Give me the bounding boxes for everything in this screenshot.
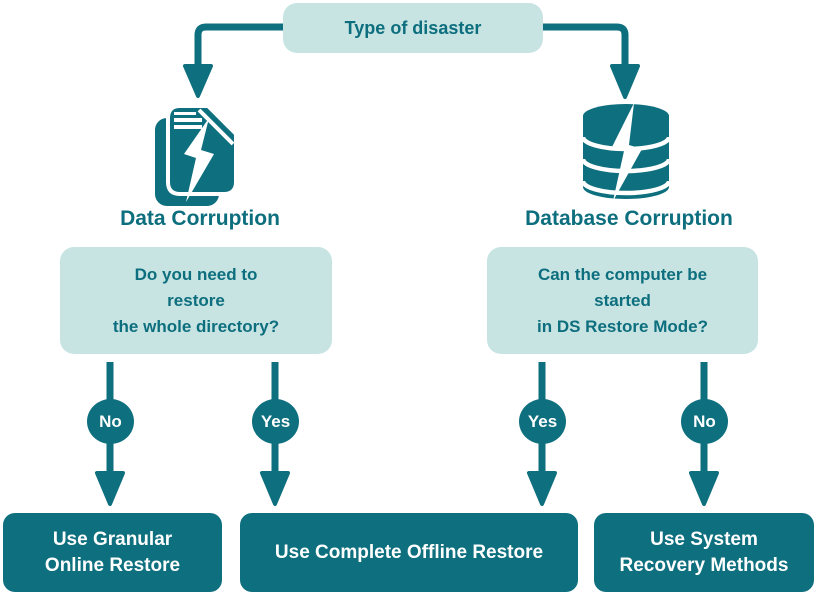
connector-root-to-data-corruption [194, 23, 283, 66]
root-node: Type of disaster [283, 3, 543, 53]
outcome-label-complete-offline-restore: Use Complete Offline Restore [274, 541, 544, 563]
arrowhead-database-corruption [610, 64, 640, 99]
branch-label-data-corruption: Data Corruption [120, 207, 280, 230]
outcome-node-granular-online-restore: Use Granular Online Restore [3, 513, 222, 592]
root-node-label: Type of disaster [344, 17, 482, 38]
answer-badge-no-right: No [681, 399, 728, 444]
answer-badge-yes-right: Yes [519, 399, 566, 444]
database-lightning-icon [582, 103, 670, 201]
answer-badge-no-left: No [87, 399, 134, 444]
outcome-label-granular-online-restore: Use Granular Online Restore [44, 528, 181, 576]
arrowhead-yes-left [260, 471, 290, 506]
question-text-data-corruption: Do you need to restore the whole directo… [112, 264, 280, 336]
question-text-database-corruption: Can the computer be started in DS Restor… [537, 264, 708, 336]
connector-root-to-database-corruption [543, 23, 629, 66]
arrowhead-yes-right [527, 471, 557, 506]
arrowhead-no-right [689, 471, 719, 506]
question-node-data-corruption: Do you need to restore the whole directo… [60, 247, 332, 354]
arrowhead-data-corruption [183, 64, 213, 98]
arrowhead-no-left [95, 471, 125, 506]
outcome-node-system-recovery-methods: Use System Recovery Methods [594, 513, 814, 592]
question-node-database-corruption: Can the computer be started in DS Restor… [487, 247, 758, 354]
outcome-node-complete-offline-restore: Use Complete Offline Restore [240, 513, 578, 592]
documents-lightning-icon [155, 104, 238, 206]
outcome-label-system-recovery-methods: Use System Recovery Methods [619, 528, 789, 576]
answer-badge-yes-left: Yes [252, 399, 299, 444]
branch-label-database-corruption: Database Corruption [525, 207, 733, 230]
